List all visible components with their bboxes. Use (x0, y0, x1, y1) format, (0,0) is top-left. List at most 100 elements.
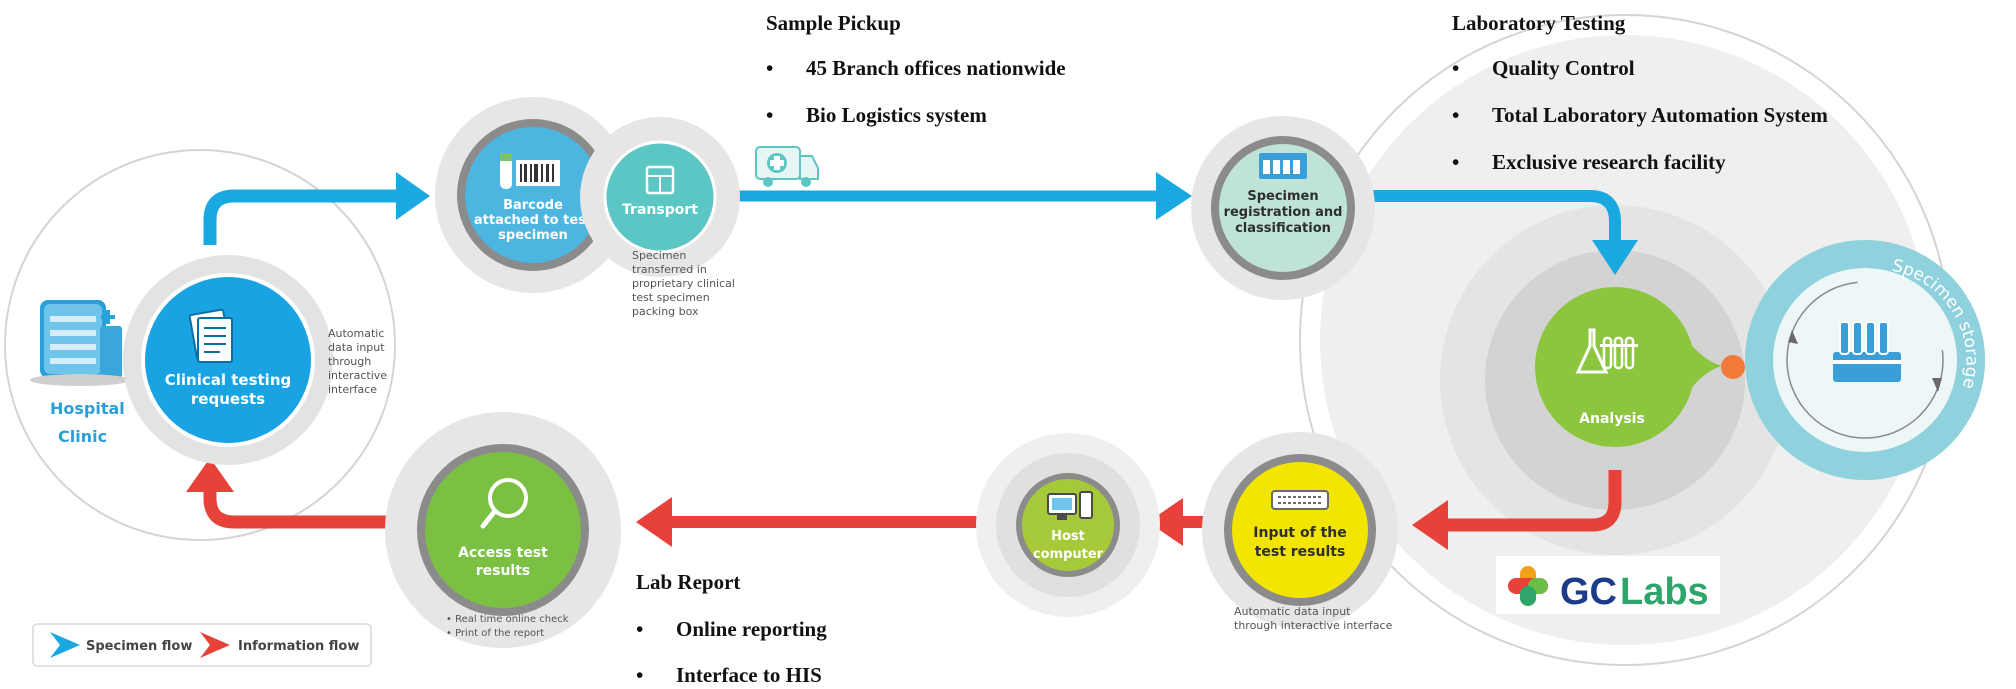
keyboard-icon (1271, 490, 1329, 510)
sample-pickup-item: 45 Branch offices nationwide (806, 56, 1066, 80)
analysis-label: Analysis (1579, 411, 1645, 427)
barcode-node: Barcode attached to test specimen (435, 97, 631, 293)
lab-report-item: Interface to HIS (676, 663, 822, 687)
bullet: • (766, 103, 773, 127)
bullet: • (1452, 150, 1459, 174)
sample-pickup-title: Sample Pickup (766, 11, 901, 35)
clinical-label-line2: requests (191, 390, 265, 408)
host-node: Host computer (976, 433, 1160, 617)
clinical-note-line: interface (328, 383, 377, 396)
input-label-line2: test results (1255, 544, 1346, 560)
transport-note-line: packing box (632, 305, 699, 318)
logo-labs: Labs (1620, 571, 1709, 613)
clinical-label-line1: Clinical testing (165, 371, 292, 389)
access-label-line1: Access test (458, 545, 548, 561)
information-flow-legend-arrow (200, 632, 230, 658)
rack-icon (1833, 321, 1901, 382)
registration-label-line1: Specimen (1247, 189, 1318, 204)
input-note-line: Automatic data input (1234, 605, 1351, 618)
transport-note-line: proprietary clinical (632, 277, 735, 290)
info-arrowhead-3 (636, 497, 672, 547)
computer-icon (1047, 491, 1093, 520)
info-arrow-1 (1445, 470, 1622, 532)
transport-node: Transport (580, 117, 740, 277)
clinical-note-line: interactive (328, 369, 387, 382)
specimen-flow-legend-arrow (50, 632, 80, 658)
access-label-line2: results (476, 563, 531, 579)
transport-label: Transport (622, 202, 698, 218)
legend-box (32, 623, 372, 667)
clinical-note-line: Automatic (328, 327, 384, 340)
hospital-building-icon (30, 300, 130, 386)
lab-testing-item: Total Laboratory Automation System (1492, 103, 1828, 127)
bullet: • (1452, 103, 1459, 127)
barcode-label-line2: attached to test (474, 213, 592, 228)
barcode-label-line3: specimen (498, 228, 568, 243)
lab-testing-item: Quality Control (1492, 56, 1635, 80)
access-note-line: • Real time online check (446, 614, 569, 625)
legend-specimen-label: Specimen flow (86, 639, 192, 654)
specimen-arrowhead-3 (1592, 240, 1638, 275)
transport-note-line: Specimen (632, 249, 686, 262)
registration-label-line3: classification (1235, 221, 1331, 236)
input-results-node: Input of the test results (1202, 432, 1398, 628)
document-icon (188, 308, 233, 363)
hospital-node: Hospital Clinic (30, 300, 130, 446)
access-note: • Real time online check • Print of the … (446, 614, 569, 639)
lab-testing-section: Laboratory Testing • Quality Control • T… (1452, 11, 1828, 174)
gc-cross-icon (1508, 566, 1548, 606)
analysis-node: Analysis (1535, 287, 1745, 447)
bullet: • (636, 617, 643, 641)
registration-node: Specimen registration and classification (1191, 116, 1375, 300)
box-icon (645, 165, 675, 195)
specimen-arrowhead-2 (1156, 172, 1192, 220)
barcode-label-line1: Barcode (503, 198, 563, 213)
lab-report-item: Online reporting (676, 617, 827, 641)
specimen-arrow-1 (203, 189, 398, 245)
lab-report-title: Lab Report (636, 570, 740, 594)
analysis-output-dot (1721, 355, 1745, 379)
info-arrowhead-4 (186, 458, 234, 492)
hospital-label: Hospital (50, 399, 125, 418)
host-label-line2: computer (1033, 547, 1104, 562)
lab-flask-icon (1575, 328, 1638, 374)
info-arrowhead-2 (1148, 498, 1183, 546)
specimen-arrow-3 (1355, 190, 1621, 245)
clinical-requests-node: Clinical testing requests (123, 255, 333, 465)
bullet: • (636, 663, 643, 687)
storage-arrow-up (1788, 330, 1798, 344)
magnifier-icon (480, 478, 528, 529)
legend: Specimen flow Information flow (32, 623, 372, 667)
input-note-line: through interactive interface (1234, 619, 1393, 632)
lab-testing-item: Exclusive research facility (1492, 150, 1726, 174)
barcode-tube-icon (500, 153, 560, 189)
lab-testing-title: Laboratory Testing (1452, 11, 1626, 35)
access-node: Access test results (385, 412, 621, 648)
storage-arrow-down (1932, 378, 1942, 392)
clinical-note-line: data input (328, 341, 385, 354)
information-flow-arrows (186, 458, 1622, 550)
access-note-line: • Print of the report (446, 628, 544, 639)
sample-pickup-section: Sample Pickup • 45 Branch offices nation… (766, 11, 1066, 127)
bullet: • (1452, 56, 1459, 80)
ambulance-icon (755, 146, 819, 187)
bullet: • (766, 56, 773, 80)
input-label-line1: Input of the (1253, 525, 1346, 541)
registration-label-line2: registration and (1224, 205, 1343, 220)
transport-note: Specimen transferred in proprietary clin… (632, 249, 735, 318)
sample-pickup-item: Bio Logistics system (806, 103, 987, 127)
input-note: Automatic data input through interactive… (1234, 605, 1393, 632)
grid-tray-icon (1259, 153, 1307, 179)
specimen-flow-arrows (203, 172, 1638, 275)
storage-node: Specimen storage (1745, 240, 1985, 480)
clinical-note: Automatic data input through interactive… (328, 327, 387, 396)
transport-note-line: transferred in (632, 263, 707, 276)
host-label-line1: Host (1051, 529, 1085, 544)
specimen-arrowhead-1 (396, 172, 430, 220)
info-arrowhead-1 (1412, 500, 1448, 550)
clinical-note-line: through (328, 355, 371, 368)
lab-report-section: Lab Report • Online reporting • Interfac… (636, 570, 827, 687)
legend-information-label: Information flow (238, 639, 359, 654)
info-arrow-4 (203, 490, 430, 529)
